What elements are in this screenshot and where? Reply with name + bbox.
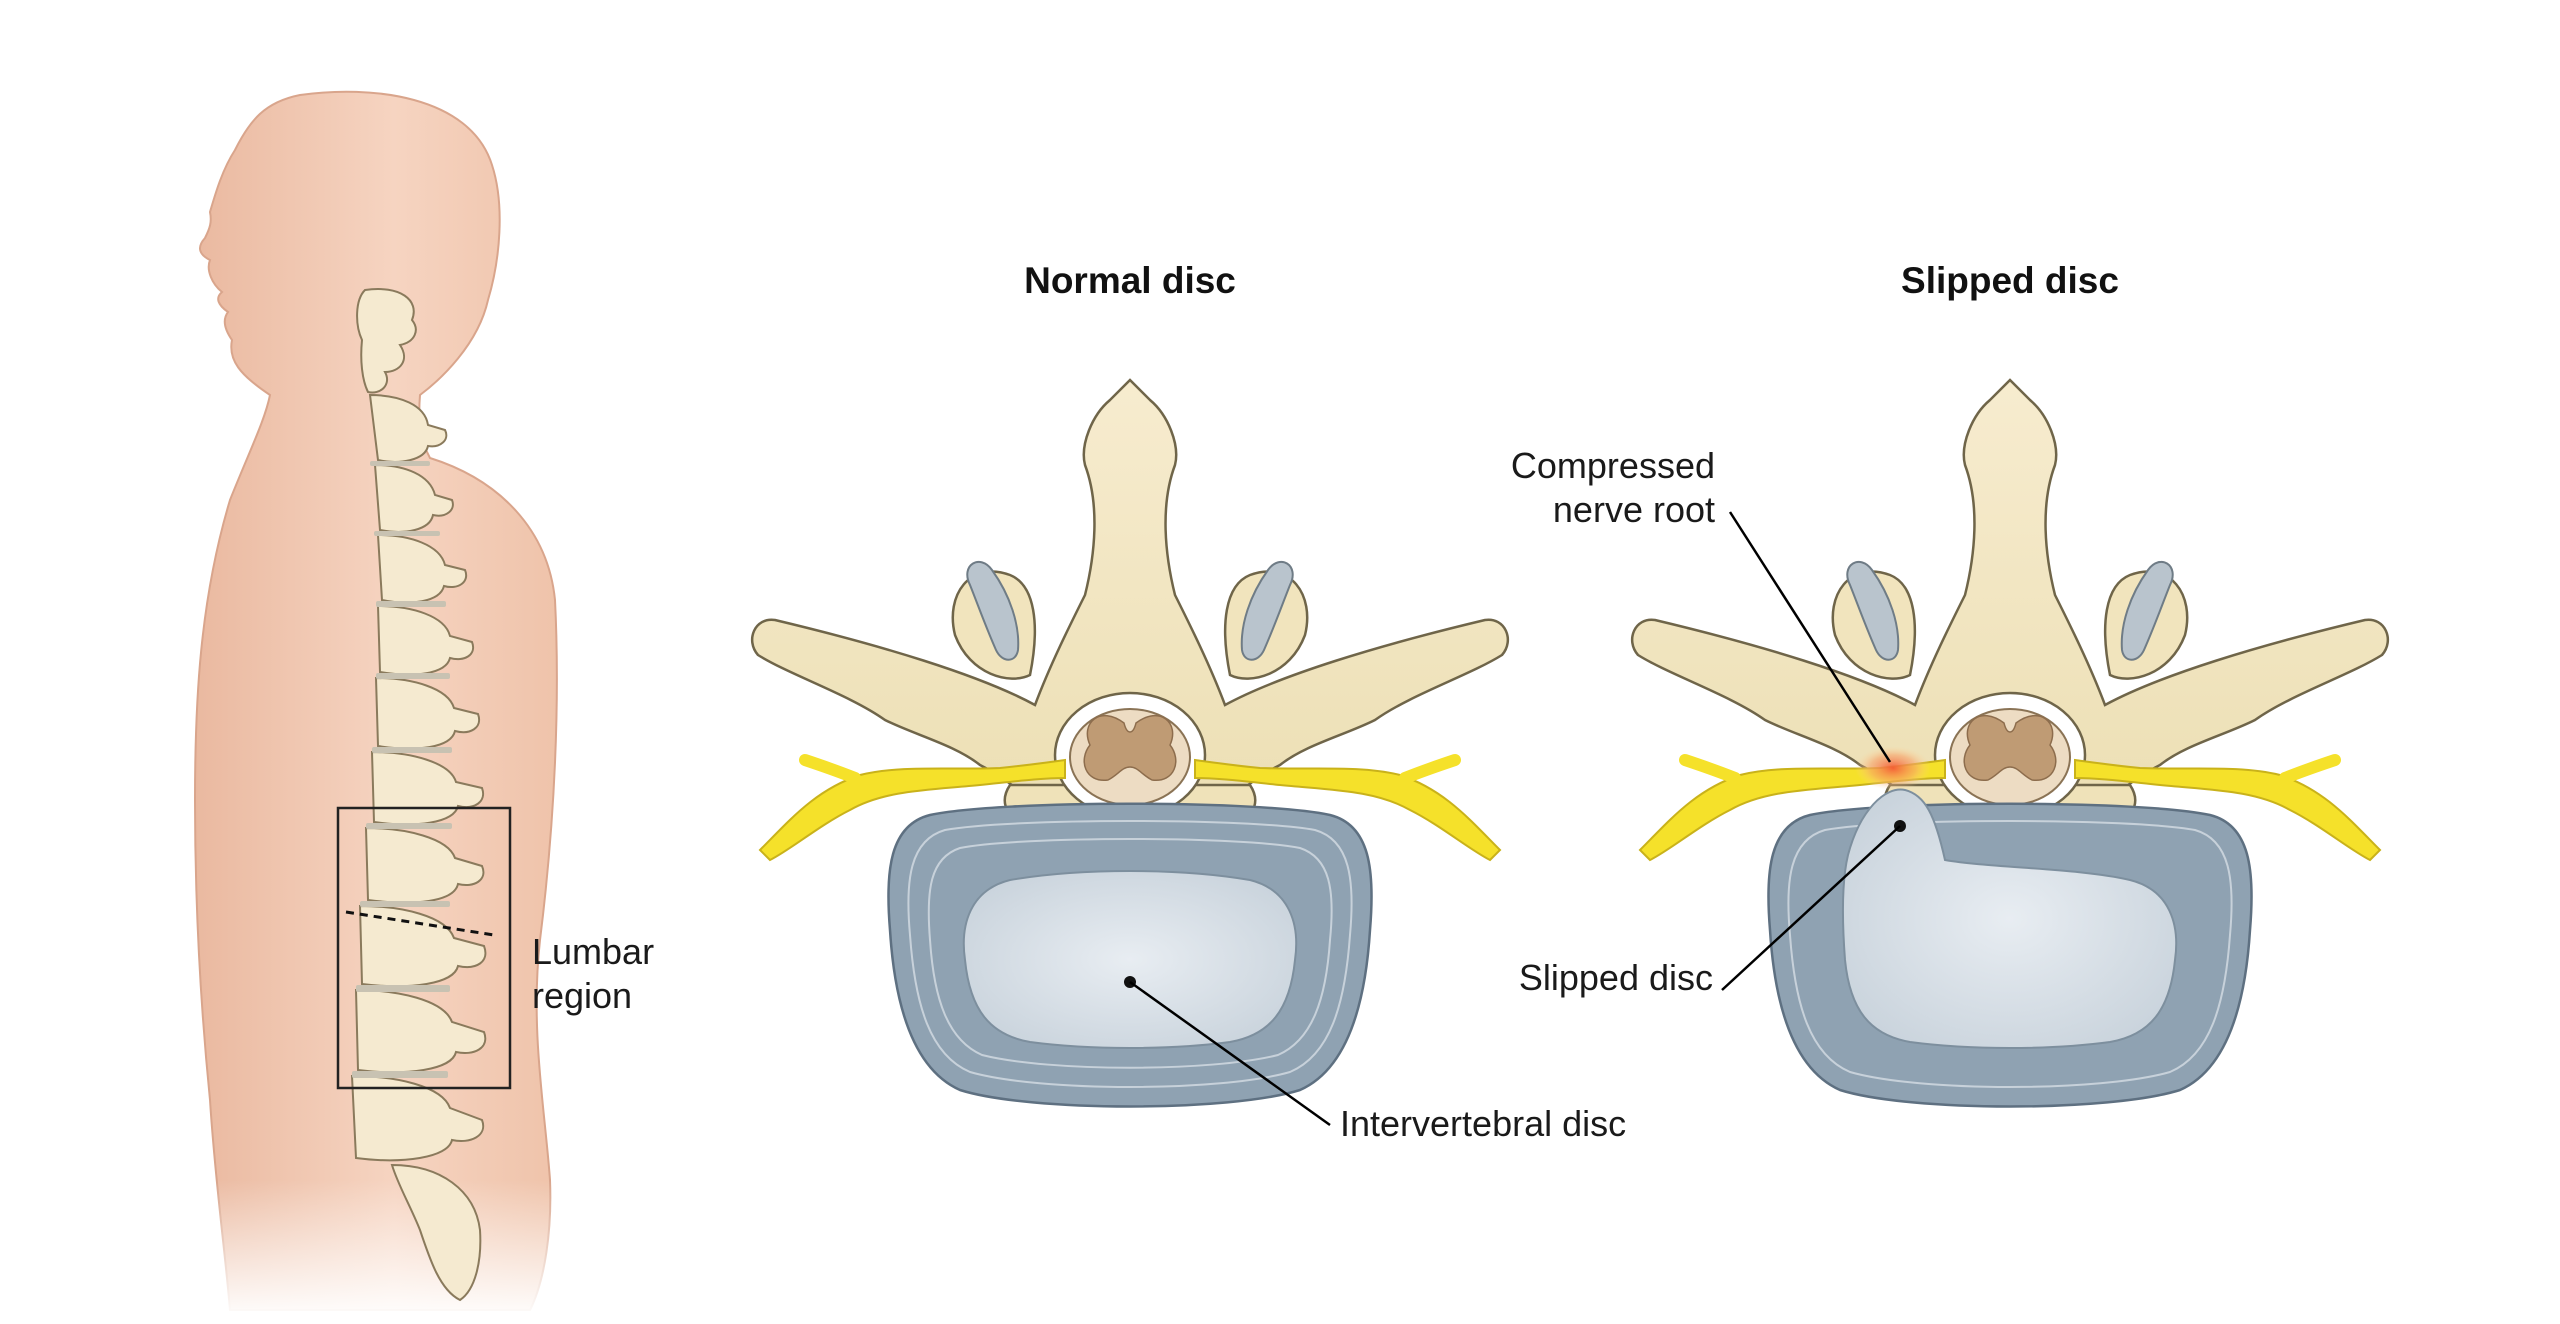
normal-vertebra (750, 378, 1510, 822)
slipped-disc-title: Slipped disc (1901, 260, 2119, 301)
slipped-disc-annotation: Slipped disc (1519, 825, 1901, 998)
slipped-disc-panel (1630, 378, 2390, 1108)
compressed-label-line1: Compressed (1511, 445, 1715, 486)
normal-disc-panel (750, 378, 1510, 1108)
lumbar-label-line2: region (532, 975, 632, 1016)
slipped-leader-line (1721, 825, 1901, 991)
intervertebral-leader-line (1129, 980, 1331, 1127)
lumbar-dashed-line (345, 910, 495, 937)
intervertebral-discs-small (352, 461, 452, 1078)
intervertebral-disc-annotation: Intervertebral disc (1129, 980, 1626, 1144)
compressed-nerve-inflammation (1855, 746, 1931, 790)
intervertebral-disc-label: Intervertebral disc (1340, 1103, 1626, 1144)
slipped-disc-label: Slipped disc (1519, 957, 1713, 998)
normal-disc-title: Normal disc (1024, 260, 1236, 301)
lumbar-region-box (336, 806, 512, 1090)
compressed-nerve-root-annotation: Compressed nerve root (1511, 445, 1892, 763)
lumbar-label-line1: Lumbar (532, 931, 654, 972)
slipped-vertebra (1630, 378, 2390, 822)
spine-illustration (350, 288, 487, 1302)
slipped-disc (1767, 788, 2253, 1108)
compressed-leader-line (1728, 511, 1892, 763)
compressed-label-line2: nerve root (1553, 489, 1715, 530)
normal-disc (887, 802, 1373, 1108)
